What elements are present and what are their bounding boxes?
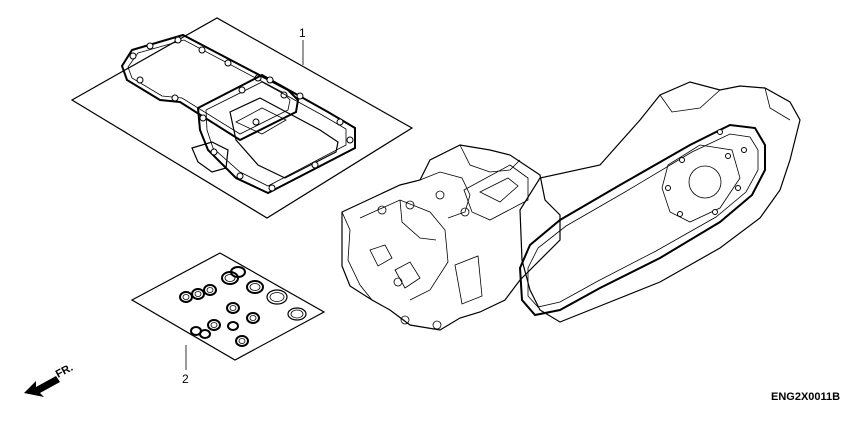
callout-2: 2 xyxy=(182,372,189,386)
gasket-kit-1[interactable]: 1 xyxy=(70,17,414,219)
diagram-code: ENG2X0011B xyxy=(771,391,840,403)
gasket-kit-2[interactable]: 2 xyxy=(130,252,326,386)
arrow-icon xyxy=(24,376,60,397)
callout-1: 1 xyxy=(299,26,306,40)
head-cover-gasket xyxy=(196,73,356,195)
engine-illustration xyxy=(341,81,801,331)
direction-label: FR. xyxy=(54,362,75,381)
gasket-sheet-2 xyxy=(130,252,326,361)
o-rings xyxy=(179,266,307,347)
gasket-sheet-1 xyxy=(70,17,414,219)
front-direction-arrow: FR. xyxy=(24,362,75,397)
cover-gasket xyxy=(120,33,300,142)
small-gasket xyxy=(191,141,229,173)
